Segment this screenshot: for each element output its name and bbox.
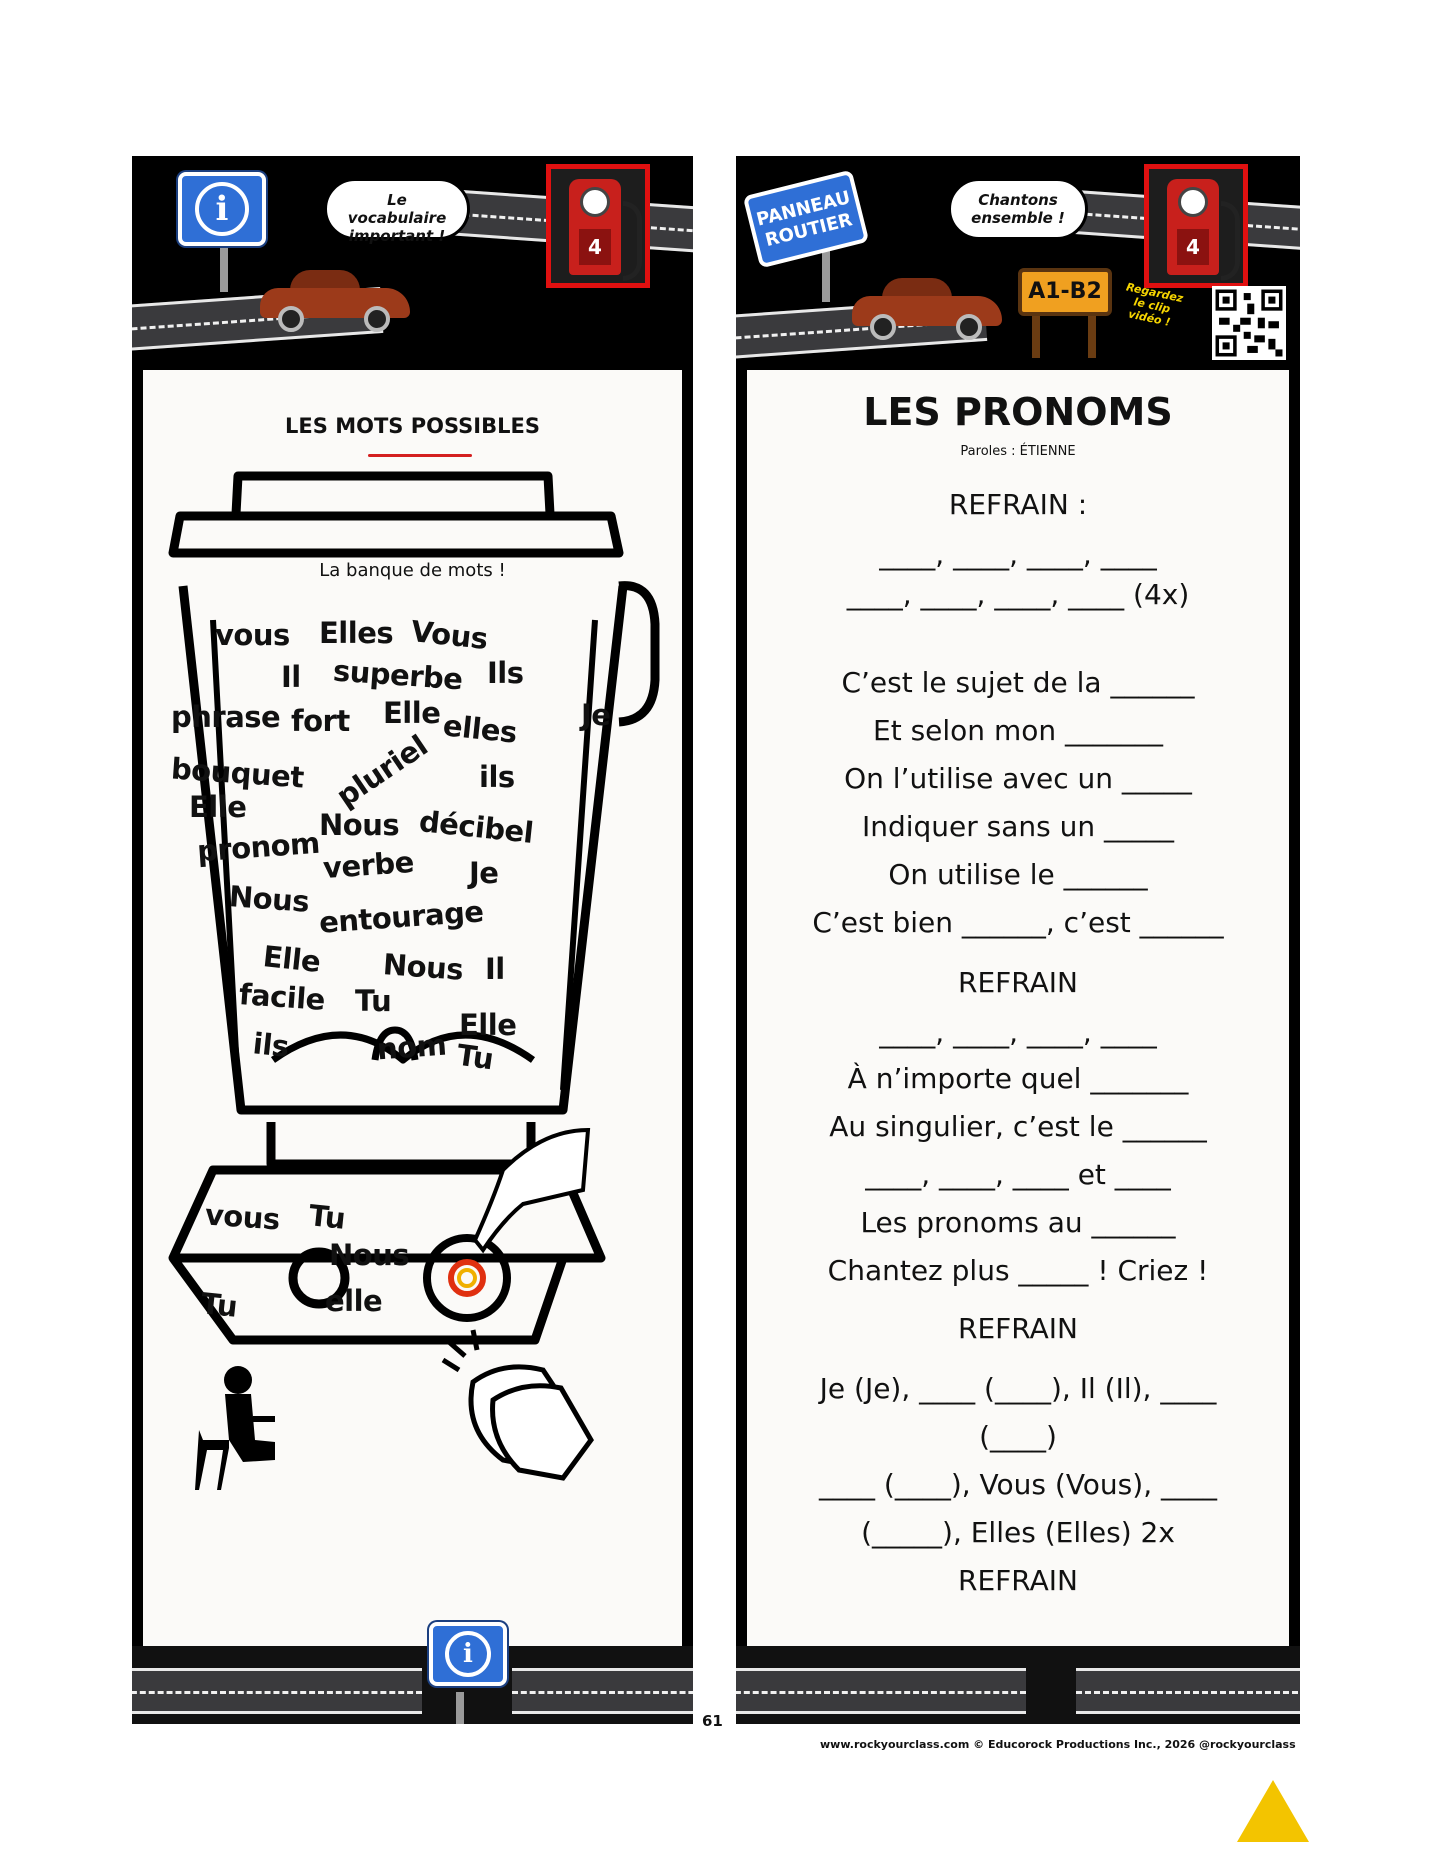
section-title: LES MOTS POSSIBLES [285,414,540,438]
car-icon [260,266,410,332]
song-title: LES PRONOMS [863,390,1173,434]
lyric-line: ____, ____, ____, ____ (4x) [846,578,1190,611]
lyric-line: REFRAIN [958,1312,1078,1345]
lyric-line: (_____), Elles (Elles) 2x [861,1516,1175,1549]
construction-warning-icon [1237,1780,1309,1842]
clapping-hands-icon [441,1329,594,1481]
left-footer [132,1646,693,1724]
base-word: Tu [307,1198,347,1236]
word-item: Tu [355,984,392,1018]
student-at-desk-icon [195,1366,275,1490]
blender-icon [168,471,660,1490]
lyric-line: Je (Je), ____ (____), Il (Il), ____ [819,1372,1217,1405]
lyric-line: REFRAIN [958,1564,1078,1597]
right-header: PANNEAU ROUTIER Chantons ensemble ! 4 A1… [736,156,1300,370]
lyric-line: ____, ____, ____ et ____ [865,1158,1171,1191]
word-item: ils [479,760,515,794]
base-word: elle [325,1284,383,1318]
word-item: Je [469,856,499,890]
lyric-line: Au singulier, c’est le ______ [829,1110,1207,1143]
base-word: Nous [329,1238,410,1272]
lyric-line: On l’utilise avec un _____ [844,762,1192,795]
word-item: Je [581,698,611,732]
word-item: Elle [383,696,441,730]
word-item: nom [375,1027,448,1067]
lyric-line: Les pronoms au ______ [860,1206,1176,1239]
gas-pump-icon: 4 [546,164,650,288]
word-item: Tu [454,1037,496,1077]
word-item: Elle [261,939,322,979]
lyric-line: ____ (____), Vous (Vous), ____ [819,1468,1217,1501]
word-item: phrase [171,700,281,734]
word-item: ils [251,1026,291,1064]
road-graphic [512,1668,693,1714]
info-sign-icon: i [178,172,266,246]
lyric-line: Et selon mon _______ [873,714,1163,747]
lyrics-credit: Paroles : ÉTIENNE [960,444,1076,459]
lyric-line: (____) [979,1420,1057,1453]
qr-code-icon[interactable] [1212,286,1286,360]
base-word: Tu [199,1286,239,1324]
lyric-line: ____, ____, ____, ____ [879,538,1157,571]
word-item: Elle [459,1008,517,1042]
title-underline [368,454,472,457]
lyric-line: On utilise le ______ [888,858,1148,891]
right-worksheet-panel: PANNEAU ROUTIER Chantons ensemble ! 4 A1… [736,156,1309,1842]
car-icon [852,274,1002,340]
page-number: 61 [702,1712,723,1730]
word-item: Nous [319,808,400,842]
word-item: Nous [381,947,465,987]
road-graphic [1076,1668,1300,1714]
road-graphic [736,1668,1026,1714]
word-item: Il [485,952,505,986]
left-worksheet-panel: i Le vocabulaire important ! 4 LES MOTS … [132,156,693,1724]
lyric-line: REFRAIN [958,966,1078,999]
word-item: facile [237,977,327,1017]
pointing-hand-icon [472,1127,591,1254]
word-item: Il [281,660,301,694]
speech-bubble: Le vocabulaire important ! [324,178,470,245]
right-content: LES PRONOMS Paroles : ÉTIENNE REFRAIN : … [747,370,1309,1842]
lyric-line: C’est bien ______, c’est ______ [812,906,1224,939]
word-item: verbe [321,844,415,886]
lyric-line: C’est le sujet de la ______ [841,666,1195,699]
right-footer [736,1646,1300,1724]
info-sign-icon: i [429,1622,507,1686]
lyric-line: À n’importe quel _______ [847,1062,1189,1095]
word-bank-label: La banque de mots ! [319,560,506,581]
panneau-routier-sign: PANNEAU ROUTIER [742,169,870,269]
word-item: Ils [487,656,524,690]
copyright-credits: www.rockyourclass.com © Educorock Produc… [820,1738,1296,1751]
word-item: Elle [189,790,247,824]
gas-pump-icon: 4 [1144,164,1248,288]
level-sign: A1-B2 [1018,268,1112,316]
speech-bubble: Chantons ensemble ! [948,178,1088,240]
road-graphic [132,1668,422,1714]
word-item: Elles [319,616,394,650]
left-header: i Le vocabulaire important ! 4 [132,156,693,370]
lyric-line: Indiquer sans un _____ [861,810,1175,843]
left-content: LES MOTS POSSIBLES [143,370,682,1646]
word-item: vous [215,618,290,652]
lyric-line: REFRAIN : [948,488,1088,521]
word-item: Nous [227,879,311,919]
lyric-line: Chantez plus _____ ! Criez ! [827,1254,1209,1287]
base-word: vous [203,1197,281,1237]
word-item: fort [291,704,350,738]
lyric-line: ____, ____, ____, ____ [879,1016,1157,1049]
